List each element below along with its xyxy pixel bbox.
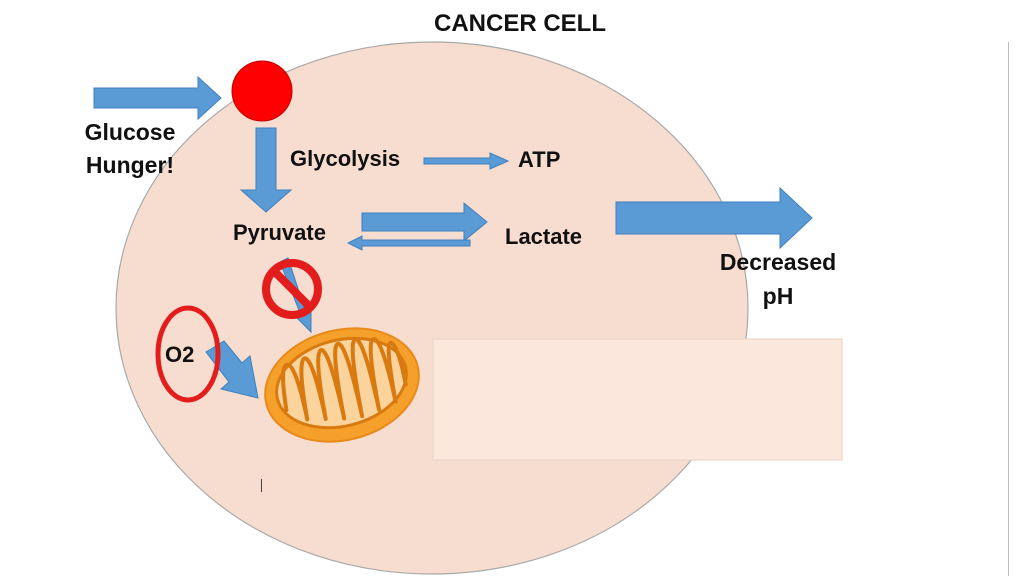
decreased-ph-arrow — [615, 186, 813, 250]
ph-label: pH — [762, 283, 794, 309]
pyruvate-label: Pyruvate — [233, 220, 326, 245]
text-cursor — [261, 479, 262, 492]
glucose-intake-arrow — [93, 75, 222, 121]
decreased-ph-label: Decreased pH — [700, 245, 856, 313]
lactate-to-pyruvate-arrow — [346, 235, 471, 251]
oxygen-circle-icon — [155, 305, 221, 403]
oxygen-label: O2 — [165, 342, 195, 367]
hunger-label: Hunger! — [85, 152, 175, 178]
cell-body — [115, 41, 749, 575]
glucose-molecule-icon — [231, 60, 293, 122]
glucose-hunger-label: Glucose Hunger! — [60, 116, 200, 182]
glycolysis-to-atp-arrow — [423, 152, 510, 170]
slide-edge-line — [1008, 42, 1009, 576]
page-title: CANCER CELL — [434, 10, 606, 37]
blank-text-box — [432, 338, 843, 461]
glucose-label: Glucose — [84, 119, 176, 145]
lactate-label: Lactate — [505, 224, 583, 249]
glucose-to-pyruvate-arrow — [239, 127, 293, 213]
decreased-label: Decreased — [719, 249, 837, 275]
pyruvate-to-lactate-arrow — [361, 201, 488, 243]
atp-label: ATP — [518, 147, 561, 172]
no-entry-icon — [262, 259, 322, 319]
mitochondrion-icon — [264, 327, 420, 443]
glycolysis-label: Glycolysis — [290, 146, 401, 171]
